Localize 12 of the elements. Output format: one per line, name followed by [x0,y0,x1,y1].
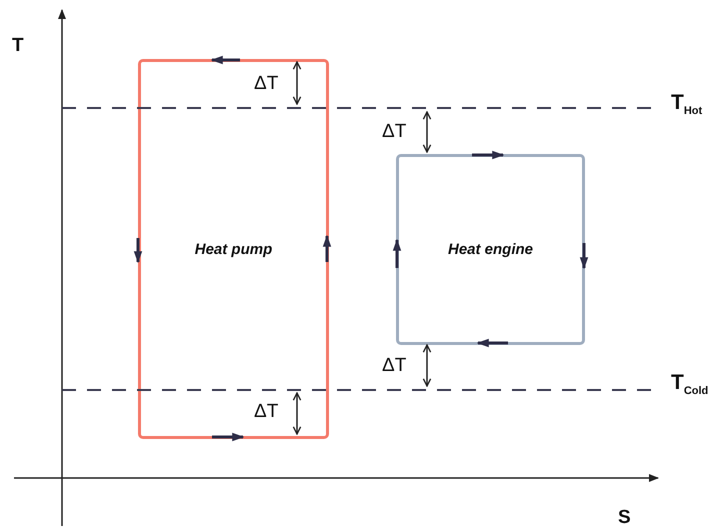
delta-label: ΔT [254,402,278,421]
delta-label: ΔT [382,122,406,141]
delta-label: ΔT [254,74,278,93]
temperature-label: T$_{Hot}$ [671,92,702,118]
cycle-label: Heat engine [448,241,534,258]
axis-label: S [618,508,631,527]
temperature-label: T$_{Cold}$ [671,372,708,398]
delta-label: ΔT [382,356,406,375]
axis-label: T [12,36,24,55]
cycle-rectangle [396,154,585,345]
cycle-label: Heat pump [194,240,272,258]
cycle-rectangle [138,59,329,439]
